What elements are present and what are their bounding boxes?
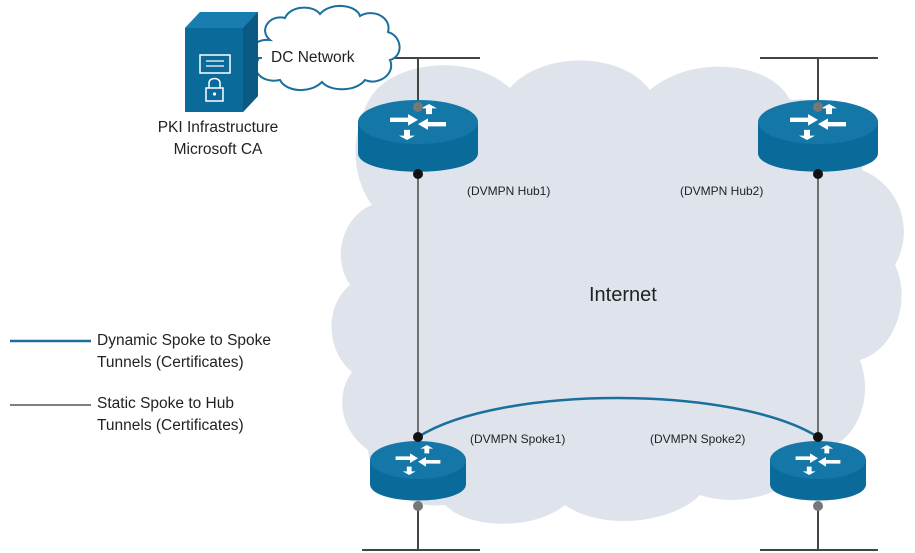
pki-label-line2: Microsoft CA: [173, 141, 263, 158]
legend-static-line1: Static Spoke to Hub: [97, 395, 234, 412]
dynamic-tunnel-spoke1-spoke2: [417, 396, 819, 439]
router-hub1-icon: [358, 100, 478, 179]
router-spoke1-icon: [370, 432, 466, 511]
legend-dynamic-line2: Tunnels (Certificates): [97, 354, 244, 371]
static-tunnels: [417, 175, 819, 440]
pki-label-line1: PKI Infrastructure: [157, 119, 279, 136]
dc-network-cloud: [250, 5, 401, 91]
legend-static-line2: Tunnels (Certificates): [97, 417, 244, 434]
spoke1-label: (DVMPN Spoke1): [470, 432, 566, 446]
legend-dynamic-line1: Dynamic Spoke to Spoke: [97, 332, 272, 349]
legend-static-text: Static Spoke to Hub Tunnels (Certificate…: [97, 393, 244, 437]
dc-network-label: DC Network: [271, 49, 355, 66]
pki-server-icon: [185, 12, 258, 112]
router-spoke2-icon: [770, 432, 866, 511]
router-hub2-icon: [758, 100, 878, 179]
internet-cloud: [331, 60, 904, 524]
hub1-label: (DVMPN Hub1): [467, 184, 551, 198]
spoke2-label: (DVMPN Spoke2): [650, 432, 746, 446]
legend-dynamic-text: Dynamic Spoke to Spoke Tunnels (Certific…: [97, 330, 271, 374]
pki-label: PKI Infrastructure Microsoft CA: [148, 117, 288, 161]
internet-label: Internet: [589, 284, 657, 306]
hub2-label: (DVMPN Hub2): [680, 184, 764, 198]
